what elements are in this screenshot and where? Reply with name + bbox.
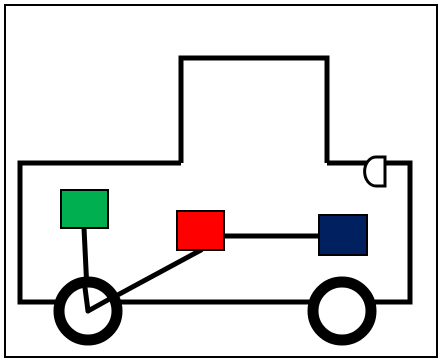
wire-green-hub-segment [81,277,91,314]
green-box [60,189,109,229]
car-cabin [178,55,330,163]
wire-red-hub-segment [85,293,118,314]
red-box [176,210,225,251]
car-body [17,160,413,305]
navy-box [318,214,368,256]
rear-wheel [307,276,377,346]
headlight [363,155,387,188]
image-frame [4,4,438,358]
